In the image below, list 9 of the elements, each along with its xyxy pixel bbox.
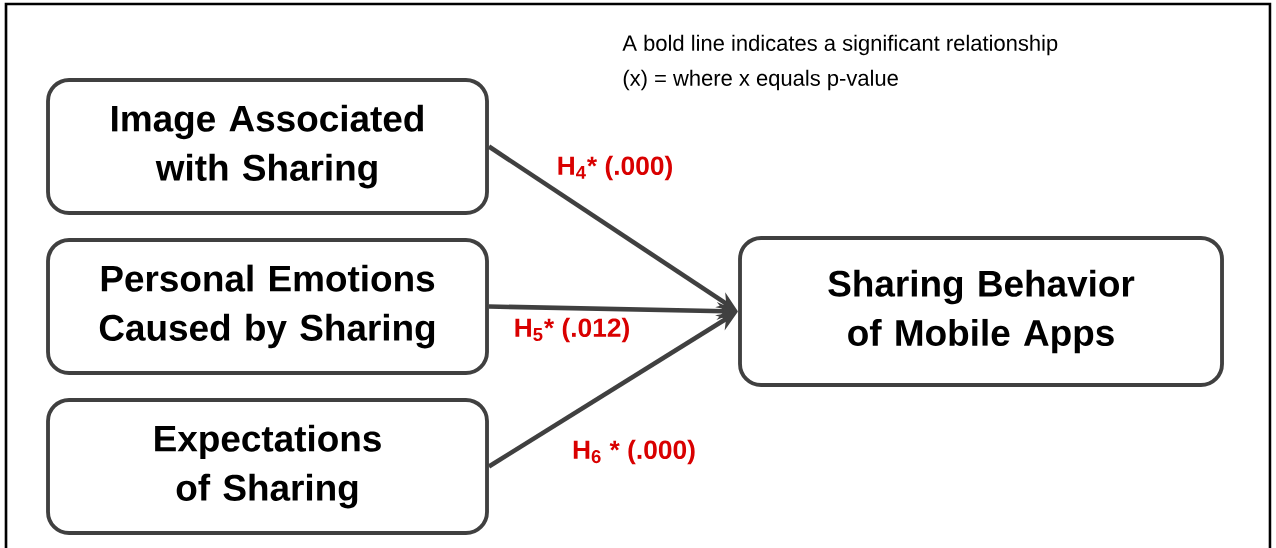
concept-box: Sharing Behavior of Mobile Apps: [738, 236, 1224, 387]
hypothesis-label: H$_{5}$* (.012): [515, 317, 629, 343]
concept-box: Image Associated with Sharing: [46, 78, 489, 215]
concept-box: Personal Emotions Caused by Sharing: [46, 238, 489, 375]
note-text: (x) = where x equals p-value: [623, 69, 898, 91]
note-text: A bold line indicates a significant relationship: [622, 34, 1058, 56]
hypothesis-label: H$_{6}$ * (.000): [573, 439, 695, 465]
concept-box: Expectations of Sharing: [46, 398, 489, 535]
hypothesis-label: H$_{4}$* (.000): [558, 155, 672, 181]
